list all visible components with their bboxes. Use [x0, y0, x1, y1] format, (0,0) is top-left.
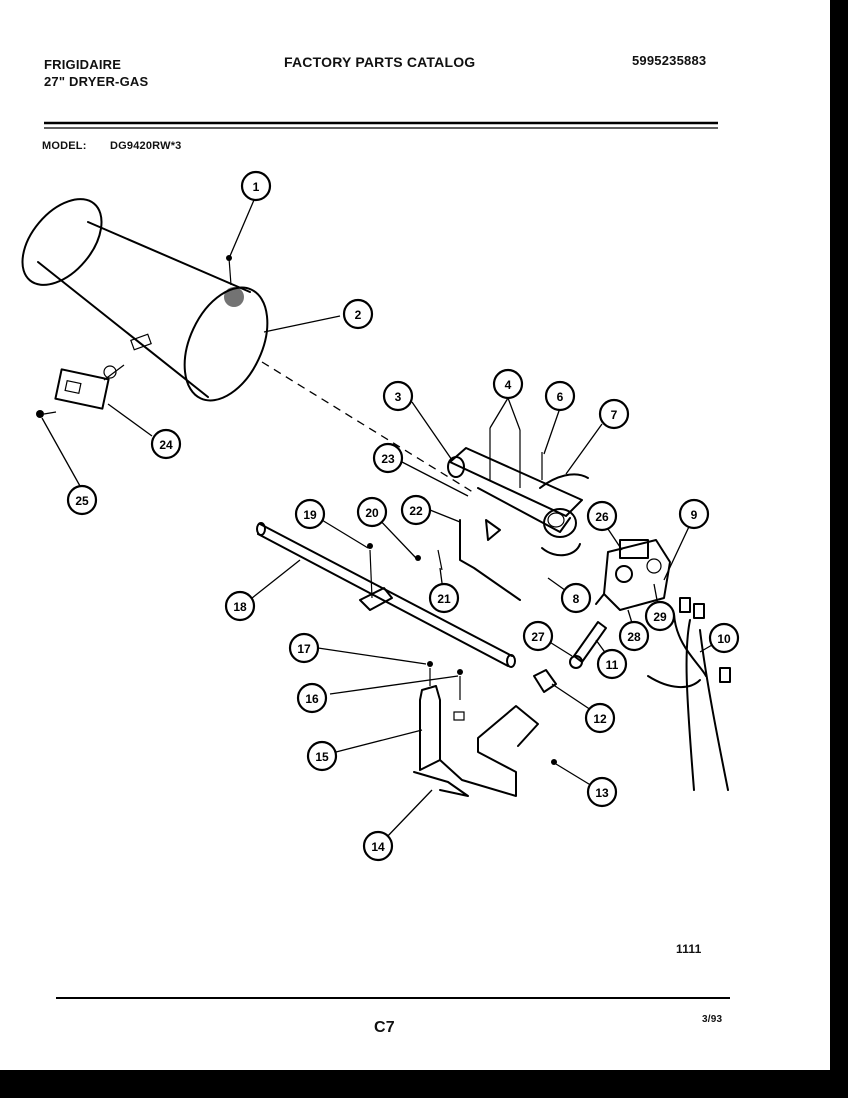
mounting-bracket: [413, 661, 557, 797]
callout-4: 4: [492, 368, 524, 400]
callout-19: 19: [294, 498, 326, 530]
callout-label: 23: [381, 452, 395, 466]
callout-23: 23: [372, 442, 404, 474]
callout-25: 25: [66, 484, 98, 516]
callout-label: 14: [371, 840, 385, 854]
callout-label: 19: [303, 508, 317, 522]
drum-screw-part: [36, 410, 57, 418]
callout-label: 24: [159, 438, 173, 452]
callout-label: 2: [355, 308, 362, 322]
callout-6: 6: [544, 380, 576, 412]
drum-switch-part: [54, 364, 125, 410]
callout-16: 16: [296, 682, 328, 714]
callout-label: 10: [717, 632, 731, 646]
manifold-pipe: [256, 522, 516, 668]
page-code: C7: [374, 1019, 395, 1036]
model-number: DG9420RW*3: [110, 140, 182, 152]
fitting-part: [533, 669, 557, 693]
brand-name: FRIGIDAIRE: [44, 57, 122, 72]
callout-label: 3: [395, 390, 402, 404]
igniter-part: [459, 519, 521, 601]
callout-11: 11: [596, 648, 628, 680]
reference-number: 1111: [676, 942, 702, 956]
callout-27: 27: [522, 620, 554, 652]
callout-label: 17: [297, 642, 311, 656]
callout-label: 21: [437, 592, 451, 606]
callout-label: 4: [505, 378, 512, 392]
callout-label: 11: [606, 658, 619, 672]
callout-label: 12: [593, 712, 607, 726]
callout-20: 20: [356, 496, 388, 528]
orifice-part: [569, 621, 607, 669]
callout-label: 26: [595, 510, 609, 524]
callout-13: 13: [586, 776, 618, 808]
callout-label: 8: [573, 592, 580, 606]
callout-28: 28: [618, 620, 650, 652]
callout-label: 7: [611, 408, 618, 422]
callout-label: 15: [315, 750, 329, 764]
callout-8: 8: [560, 582, 592, 614]
callout-label: 22: [409, 504, 423, 518]
callout-label: 6: [557, 390, 564, 404]
exploded-parts-diagram: 1234672326919202221818282927111017161215…: [21, 121, 740, 999]
assembly-axis-line: [261, 361, 477, 495]
product-name: 27" DRYER-GAS: [44, 74, 149, 89]
callout-label: 25: [75, 494, 89, 508]
clamp-part: [415, 549, 443, 571]
catalog-number: 5995235883: [632, 53, 707, 68]
callout-14: 14: [362, 830, 394, 862]
callout-7: 7: [598, 398, 630, 430]
callout-26: 26: [586, 500, 618, 532]
burner-assembly: [447, 428, 589, 557]
callout-label: 28: [627, 630, 641, 644]
callout-29: 29: [644, 600, 676, 632]
callout-24: 24: [150, 428, 182, 460]
callout-1: 1: [240, 170, 272, 202]
callout-label: 13: [595, 786, 609, 800]
callout-17: 17: [288, 632, 320, 664]
callout-label: 20: [365, 506, 379, 520]
date-code: 3/93: [702, 1014, 723, 1025]
callout-3: 3: [382, 380, 414, 412]
header-rule: [44, 121, 718, 129]
dryer-drum: [21, 198, 269, 402]
catalog-page: FRIGIDAIRE 27" DRYER-GAS FACTORY PARTS C…: [0, 0, 830, 1070]
callout-22: 22: [400, 494, 432, 526]
callout-2: 2: [342, 298, 374, 330]
callout-label: 9: [691, 508, 698, 522]
wire-harness: [647, 597, 731, 791]
callout-label: 1: [253, 180, 260, 194]
gas-valve: [595, 539, 671, 611]
catalog-title: FACTORY PARTS CATALOG: [284, 54, 476, 70]
callout-10: 10: [708, 622, 740, 654]
callout-18: 18: [224, 590, 256, 622]
callout-label: 29: [653, 610, 667, 624]
callout-label: 27: [531, 630, 545, 644]
callout-label: 16: [305, 692, 319, 706]
callout-label: 18: [233, 600, 247, 614]
callout-9: 9: [678, 498, 710, 530]
callout-15: 15: [306, 740, 338, 772]
callout-21: 21: [428, 582, 460, 614]
callout-12: 12: [584, 702, 616, 734]
model-label: MODEL:: [42, 140, 87, 152]
